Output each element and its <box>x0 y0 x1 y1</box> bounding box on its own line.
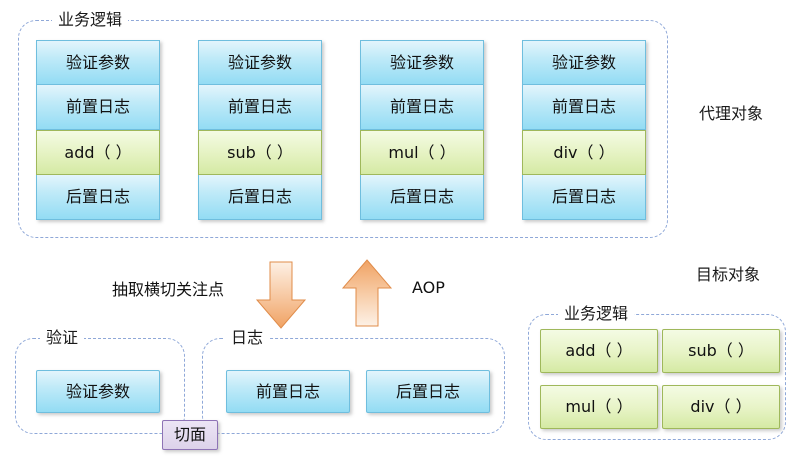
log-group-label: 日志 <box>225 329 270 347</box>
stack-cell-method: add（ ） <box>36 130 160 175</box>
target-object-outside-label: 目标对象 <box>696 265 761 284</box>
stack-cell-after-log: 后置日志 <box>198 175 322 220</box>
proxy-group-label: 业务逻辑 <box>52 11 129 29</box>
log-group <box>202 338 505 434</box>
validate-group-label: 验证 <box>40 329 85 347</box>
target-method-sub: sub（ ） <box>662 329 780 373</box>
stack-cell-before-log: 前置日志 <box>522 85 646 130</box>
stack-cell-before-log: 前置日志 <box>360 85 484 130</box>
stack-cell-before-log: 前置日志 <box>198 85 322 130</box>
target-method-mul: mul（ ） <box>540 385 658 429</box>
proxy-method-stack-sub: 验证参数 前置日志 sub（ ） 后置日志 <box>198 40 322 220</box>
stack-cell-validate-params: 验证参数 <box>522 40 646 85</box>
validate-params-box: 验证参数 <box>36 370 160 413</box>
target-method-add: add（ ） <box>540 329 658 373</box>
stack-cell-validate-params: 验证参数 <box>360 40 484 85</box>
down-arrow-icon <box>255 261 307 329</box>
stack-cell-validate-params: 验证参数 <box>198 40 322 85</box>
target-method-div: div（ ） <box>662 385 780 429</box>
proxy-object-outside-label: 代理对象 <box>699 104 764 123</box>
aop-label: AOP <box>412 278 445 297</box>
after-log-box: 后置日志 <box>366 370 490 413</box>
before-log-box: 前置日志 <box>226 370 350 413</box>
stack-cell-after-log: 后置日志 <box>522 175 646 220</box>
stack-cell-after-log: 后置日志 <box>360 175 484 220</box>
proxy-method-stack-add: 验证参数 前置日志 add（ ） 后置日志 <box>36 40 160 220</box>
aspect-badge: 切面 <box>162 420 218 450</box>
stack-cell-validate-params: 验证参数 <box>36 40 160 85</box>
target-business-logic-group <box>528 314 786 440</box>
extract-concerns-label: 抽取横切关注点 <box>112 280 225 299</box>
proxy-method-stack-div: 验证参数 前置日志 div（ ） 后置日志 <box>522 40 646 220</box>
up-arrow-icon <box>341 259 393 327</box>
stack-cell-method: sub（ ） <box>198 130 322 175</box>
stack-cell-after-log: 后置日志 <box>36 175 160 220</box>
stack-cell-method: mul（ ） <box>360 130 484 175</box>
validate-group <box>15 338 185 434</box>
stack-cell-before-log: 前置日志 <box>36 85 160 130</box>
target-group-label: 业务逻辑 <box>558 305 635 323</box>
stack-cell-method: div（ ） <box>522 130 646 175</box>
proxy-object-group <box>18 20 668 238</box>
proxy-method-stack-mul: 验证参数 前置日志 mul（ ） 后置日志 <box>360 40 484 220</box>
